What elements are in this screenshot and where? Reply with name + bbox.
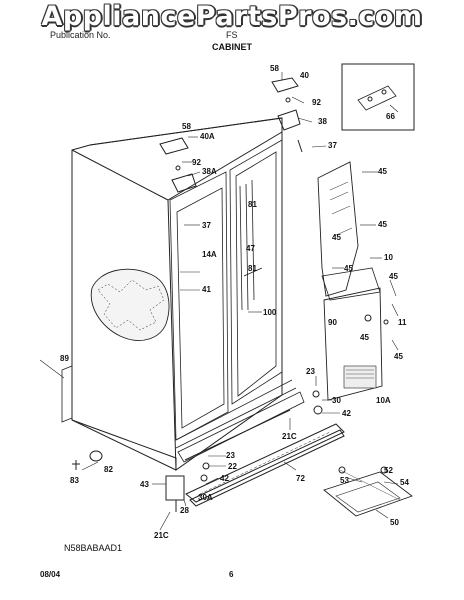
- callout-53: 53: [340, 476, 349, 485]
- liner-fresh-food: [229, 139, 283, 405]
- callout-72: 72: [296, 474, 305, 483]
- cabinet-bottom-edge: [175, 379, 305, 463]
- callout-45-a: 45: [378, 167, 387, 176]
- watermark-logo: AppliancePartsPros.com: [41, 1, 423, 32]
- roller-assembly: [165, 390, 323, 512]
- leader-lines: [152, 72, 399, 531]
- callout-38: 38: [318, 117, 327, 126]
- callout-21c: 21C: [282, 432, 297, 441]
- machine-panel-10a: [323, 287, 389, 401]
- callout-52: 52: [384, 466, 393, 475]
- callout-14a: 14A: [202, 250, 217, 259]
- callout-50: 50: [390, 518, 399, 527]
- callout-92-left: 92: [192, 158, 201, 167]
- callout-30a: 30A: [198, 493, 213, 502]
- callout-22: 22: [228, 462, 237, 471]
- callout-28: 28: [180, 506, 189, 515]
- top-hinge-right: [271, 77, 303, 153]
- model-label: FS: [226, 30, 238, 40]
- callout-30: 30: [332, 396, 341, 405]
- insulation-patch: [90, 268, 170, 341]
- liner-freezer: [169, 171, 229, 441]
- callout-45-f: 45: [360, 333, 369, 342]
- callout-10: 10: [384, 253, 393, 262]
- cabinet-shell: [71, 117, 291, 471]
- callout-42-lower: 42: [220, 474, 229, 483]
- toe-grille-72: [185, 423, 345, 507]
- footer-page-number: 6: [229, 570, 234, 579]
- callout-37: 37: [328, 141, 337, 150]
- callout-38a: 38A: [202, 167, 217, 176]
- callout-23: 23: [306, 367, 315, 376]
- footer-date: 08/04: [40, 570, 61, 579]
- callout-90: 90: [328, 318, 337, 327]
- diagram-title: CABINET: [212, 42, 252, 52]
- callout-10a: 10A: [376, 396, 391, 405]
- callout-40: 40: [300, 71, 309, 80]
- inset-box-66: [341, 63, 415, 131]
- callout-45-d: 45: [344, 264, 353, 273]
- callout-92: 92: [312, 98, 321, 107]
- callout-45-e: 45: [389, 272, 398, 281]
- callout-54: 54: [400, 478, 409, 487]
- top-hinge-left: [159, 137, 197, 193]
- callout-23-lower: 23: [226, 451, 235, 460]
- liner-strips: [239, 179, 263, 311]
- callout-21c-lower: 21C: [154, 531, 169, 540]
- water-tray-50: [323, 466, 413, 517]
- callout-58: 58: [270, 64, 279, 73]
- callout-37-left: 37: [202, 221, 211, 230]
- callout-82: 82: [104, 465, 113, 474]
- callout-45-c: 45: [332, 233, 341, 242]
- callout-42: 42: [342, 409, 351, 418]
- callout-47: 47: [246, 244, 255, 253]
- callout-11: 11: [398, 318, 407, 327]
- rear-panel-10: [317, 161, 381, 301]
- callout-58-left: 58: [182, 122, 191, 131]
- callout-43: 43: [140, 480, 149, 489]
- callout-100: 100: [263, 308, 277, 317]
- callout-41: 41: [202, 285, 211, 294]
- callout-40a: 40A: [200, 132, 215, 141]
- callout-89: 89: [60, 354, 69, 363]
- callout-81-b: 81: [248, 264, 257, 273]
- callout-81-a: 81: [248, 200, 257, 209]
- callout-83: 83: [70, 476, 79, 485]
- diagram-code: N58BABAAD1: [64, 543, 123, 553]
- callout-66: 66: [386, 112, 395, 121]
- callout-45-b: 45: [378, 220, 387, 229]
- publication-label: Publication No.: [50, 30, 111, 40]
- callout-45-g: 45: [394, 352, 403, 361]
- left-parts: [39, 359, 103, 471]
